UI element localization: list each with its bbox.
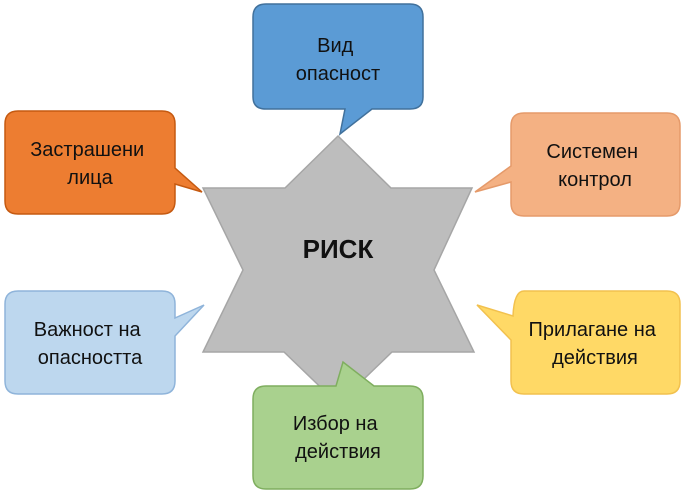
callout-bubble-shape — [474, 112, 681, 217]
callout-text: Важност на опасността — [34, 319, 146, 369]
callout-zastrasheni-litsa: Застрашени лица — [4, 110, 203, 215]
callout-line-2: опасност — [296, 63, 380, 85]
callout-line-2: действия — [552, 347, 638, 369]
callout-line-2: опасността — [38, 347, 143, 369]
callout-text: Прилагане на действия — [529, 319, 662, 369]
callout-line-1: Застрашени — [30, 139, 144, 161]
callout-line-1: Важност на — [34, 319, 142, 341]
callout-prilagane-na-deystviya: Прилагане на действия — [476, 290, 681, 395]
callout-line-1: Прилагане на — [529, 319, 657, 341]
callout-line-1: Избор на — [293, 413, 379, 435]
callout-text: Застрашени лица — [30, 139, 150, 189]
callout-bubble-shape — [252, 360, 424, 490]
callout-line-1: Вид — [317, 35, 354, 57]
callout-bubble-shape — [4, 110, 203, 215]
center-label: РИСК — [303, 234, 374, 264]
callout-sistemen-kontrol: Системен контрол — [474, 112, 681, 217]
callout-vid-opasnost: Вид опасност — [252, 3, 424, 136]
callout-line-1: Системен — [546, 141, 638, 163]
callout-bubble-shape — [476, 290, 681, 395]
callout-line-2: действия — [295, 441, 381, 463]
center-star-shape — [201, 134, 476, 406]
callout-bubble-shape — [252, 3, 424, 136]
callout-text: Избор на действия — [293, 413, 383, 463]
callout-text: Системен контрол — [546, 141, 643, 191]
callout-line-2: лица — [67, 167, 113, 189]
callout-vazhnost-na-opasnostta: Важност на опасността — [4, 290, 205, 395]
callout-text: Вид опасност — [296, 35, 380, 85]
callout-line-2: контрол — [558, 169, 632, 191]
callout-izbor-na-deystviya: Избор на действия — [252, 360, 424, 490]
callout-bubble-shape — [4, 290, 205, 395]
